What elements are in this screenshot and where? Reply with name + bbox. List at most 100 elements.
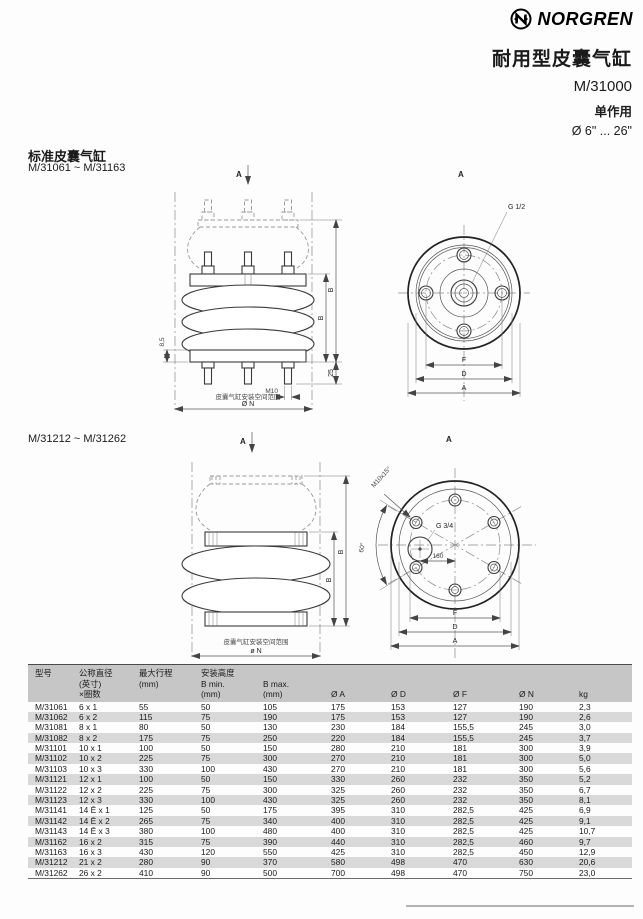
series-number: M/31000 xyxy=(573,78,632,95)
table-cell: 130 xyxy=(263,722,277,733)
table-cell: 232 xyxy=(453,774,467,785)
column-header: Ø D xyxy=(391,689,406,699)
table-cell: 20,6 xyxy=(579,857,596,868)
thread-m10x15-label: M10x15° xyxy=(370,465,393,490)
table-cell: 155,5 xyxy=(453,732,474,743)
table-cell: 580 xyxy=(331,857,345,868)
table-cell: 550 xyxy=(263,846,277,857)
port-g12-label: G 1/2 xyxy=(508,204,525,211)
table-cell: 2,6 xyxy=(579,711,591,722)
bellows-body xyxy=(181,531,331,627)
table-cell: 175 xyxy=(263,805,277,816)
table-cell: 282,5 xyxy=(453,826,474,837)
table-cell: 350 xyxy=(519,784,533,795)
table-cell: 395 xyxy=(331,805,345,816)
drawing-top-view-2: A G 3/4 160 M10 xyxy=(357,435,536,658)
table-cell: 12 x 2 xyxy=(79,784,102,795)
table-cell: 310 xyxy=(391,846,405,857)
dim-160-label: 160 xyxy=(433,553,444,560)
table-cell: 12,9 xyxy=(579,846,596,857)
dimension-25: 25 xyxy=(296,361,342,385)
dim-b-min-label: B xyxy=(326,577,333,582)
table-cell: 630 xyxy=(519,857,533,868)
table-cell: 55 xyxy=(139,701,149,712)
port-callout: G 1/2 xyxy=(471,204,525,284)
table-cell: 50 xyxy=(201,774,211,785)
centerlines xyxy=(398,225,530,401)
table-cell: 750 xyxy=(519,867,533,878)
table-cell: 26 x 2 xyxy=(79,867,102,878)
column-header: 最大行程(mm) xyxy=(139,668,173,689)
norgren-logo-icon xyxy=(510,8,532,30)
table-cell: 6 x 2 xyxy=(79,711,98,722)
table-cell: 181 xyxy=(453,743,467,754)
dimension-n: Ø N xyxy=(174,401,313,412)
table-cell: 260 xyxy=(391,784,405,795)
table-cell: 430 xyxy=(263,795,277,806)
table-cell: M/31262 xyxy=(35,867,68,878)
footer-rule xyxy=(406,905,634,907)
section-arrow: A xyxy=(240,432,255,453)
table-cell: 470 xyxy=(453,867,467,878)
port-g34-label: G 3/4 xyxy=(436,523,453,530)
table-cell: 350 xyxy=(519,774,533,785)
table-cell: 350 xyxy=(519,795,533,806)
table-cell: 127 xyxy=(453,701,467,712)
table-cell: 8 x 1 xyxy=(79,722,98,733)
column-header: 公称直径(英寸)×圈数 xyxy=(79,668,113,699)
table-cell: 50 xyxy=(201,805,211,816)
table-cell: 50 xyxy=(201,722,211,733)
dim-d-label: D xyxy=(461,371,466,378)
table-cell: 75 xyxy=(201,836,211,847)
port-g34: G 3/4 xyxy=(407,523,453,562)
table-cell: 425 xyxy=(519,805,533,816)
table-cell: 75 xyxy=(201,711,211,722)
table-cell: 480 xyxy=(263,826,277,837)
bolt-holes xyxy=(418,247,510,339)
table-cell: 430 xyxy=(139,846,153,857)
model-range-standard: M/31061 ~ M/31163 xyxy=(28,162,126,174)
table-cell: 430 xyxy=(263,763,277,774)
drawing-top-view-1: A G 1/2 F xyxy=(398,170,530,401)
table-cell: 270 xyxy=(331,763,345,774)
table-cell: 232 xyxy=(453,795,467,806)
table-cell: 310 xyxy=(391,826,405,837)
table-cell: M/31101 xyxy=(35,743,67,754)
port-g12 xyxy=(450,279,478,307)
table-cell: 282,5 xyxy=(453,815,474,826)
table-cell: 310 xyxy=(391,836,405,847)
dimension-a: A xyxy=(390,554,520,650)
table-cell: 225 xyxy=(139,753,153,764)
table-cell: 460 xyxy=(519,836,533,847)
table-cell: M/31102 xyxy=(35,753,67,764)
norgren-logo: NORGREN xyxy=(510,8,633,30)
dimension-d: D xyxy=(415,313,513,383)
table-cell: 153 xyxy=(391,701,405,712)
dimension-d: D xyxy=(398,562,512,636)
size-range: Ø 6" ... 26" xyxy=(571,124,632,138)
column-header: Ø A xyxy=(331,689,345,699)
table-cell: 100 xyxy=(201,763,215,774)
column-header: kg xyxy=(579,689,588,699)
table-cell: 181 xyxy=(453,753,467,764)
table-cell: 245 xyxy=(519,722,533,733)
table-cell: 127 xyxy=(453,711,467,722)
table-cell: 220 xyxy=(331,732,345,743)
table-cell: 184 xyxy=(391,722,405,733)
bellows-body xyxy=(181,251,315,385)
dim-d-label: D xyxy=(452,624,457,631)
table-cell: 700 xyxy=(331,867,345,878)
column-header: Ø N xyxy=(519,689,534,699)
table-cell: 450 xyxy=(519,846,533,857)
table-cell: 330 xyxy=(139,795,153,806)
